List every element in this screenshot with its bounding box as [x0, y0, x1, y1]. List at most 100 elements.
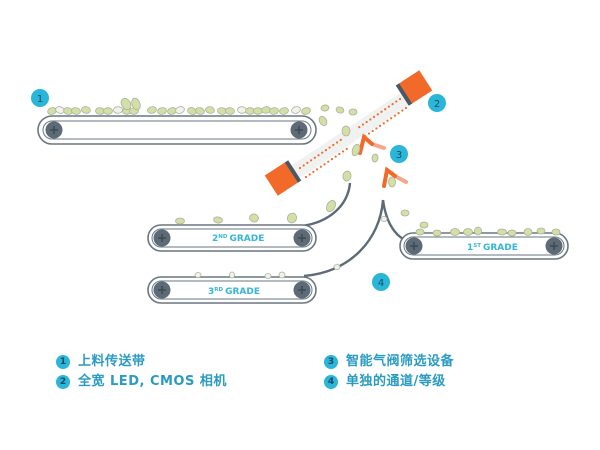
beam-dot: [335, 141, 339, 144]
beam-dot: [371, 129, 374, 133]
grain: [237, 106, 247, 114]
badge-1: 1: [31, 89, 49, 107]
beam-dot: [332, 143, 335, 147]
beam-dot: [395, 100, 398, 103]
pulley-icon: [404, 236, 424, 256]
beam-dot: [319, 165, 322, 168]
beam-dot: [391, 103, 394, 106]
grain: [523, 228, 533, 236]
legend-item: 1 上料传送带: [56, 352, 227, 372]
grain: [147, 106, 157, 114]
grain: [113, 106, 123, 114]
pulley-icon: [44, 120, 64, 140]
pulley-icon: [289, 120, 309, 140]
pulley-icon: [292, 228, 312, 248]
grain: [120, 97, 132, 111]
grain: [320, 104, 330, 112]
beam-dot: [345, 147, 348, 150]
grain: [301, 107, 311, 115]
grain: [450, 228, 460, 236]
beam-dot: [327, 160, 330, 163]
svg-text:4: 4: [378, 278, 384, 289]
beam-dot: [376, 113, 379, 116]
grain: [415, 228, 425, 236]
chute-channels: [301, 182, 413, 278]
legend-text: 上料传送带: [78, 354, 146, 369]
beam-dot: [306, 161, 309, 164]
beam-dot: [382, 122, 385, 125]
beam-dot: [321, 151, 324, 154]
beam-dot: [361, 123, 365, 126]
beam-dot: [323, 163, 326, 166]
grain: [291, 106, 301, 114]
grain: [536, 227, 546, 235]
infeed-grains: [47, 97, 311, 115]
grain: [432, 229, 442, 237]
beam-dot: [365, 120, 368, 124]
beam-dot: [316, 168, 319, 171]
grain: [195, 107, 205, 115]
grain: [326, 200, 336, 212]
grain: [335, 106, 345, 114]
chute-grade2: [301, 182, 352, 228]
camera-left-icon: [264, 160, 302, 196]
grain: [419, 221, 429, 229]
legend-right: 3 智能气阀筛选设备 4 单独的通道/等级: [324, 352, 454, 392]
beam-dot: [380, 110, 383, 113]
grain: [371, 153, 379, 163]
beam-dot: [384, 108, 387, 111]
beam-dot: [369, 118, 372, 121]
air-valve-upper-icon: [358, 133, 386, 155]
number-badge-icon: 2: [56, 375, 70, 389]
beam-dot: [404, 106, 408, 110]
grain: [194, 272, 202, 278]
beam-dot: [328, 146, 331, 149]
beam-dot: [341, 150, 345, 153]
beam-dot: [367, 132, 371, 135]
beam-dot: [324, 149, 328, 152]
grain: [333, 264, 341, 270]
grain: [71, 107, 81, 115]
grain: [175, 217, 185, 225]
led-beam-dots: [298, 97, 408, 179]
grain: [229, 271, 235, 279]
legend-text: 智能气阀筛选设备: [346, 354, 455, 369]
grain: [380, 216, 388, 222]
beam-dot: [334, 155, 337, 158]
beam-dot: [312, 170, 315, 173]
number-badge-icon: 3: [324, 355, 338, 369]
number-badge-icon: 1: [56, 355, 70, 369]
svg-text:3: 3: [396, 150, 402, 161]
legend-text: 单独的通道/等级: [346, 374, 446, 389]
legend-item: 3 智能气阀筛选设备: [324, 352, 454, 372]
beam-dot: [387, 105, 390, 108]
grain: [131, 97, 141, 111]
beam-dot: [313, 156, 316, 159]
beam-dot: [304, 175, 308, 179]
grain: [157, 107, 167, 115]
svg-text:1: 1: [37, 94, 43, 105]
beam-dot: [308, 173, 311, 176]
pulley-icon: [544, 236, 564, 256]
grain: [388, 176, 396, 188]
grain: [213, 216, 223, 224]
chute-grade3: [303, 199, 385, 278]
grain: [463, 228, 473, 236]
camera-assembly: [264, 70, 433, 196]
badge-4: 4: [372, 273, 390, 291]
grain: [551, 228, 561, 236]
beam-dot: [317, 154, 320, 157]
beam-dot: [372, 115, 376, 118]
grain: [318, 115, 328, 127]
grain: [205, 106, 215, 114]
beam-dot: [310, 159, 313, 162]
pulley-icon: [152, 280, 172, 300]
pulley-icon: [292, 280, 312, 300]
